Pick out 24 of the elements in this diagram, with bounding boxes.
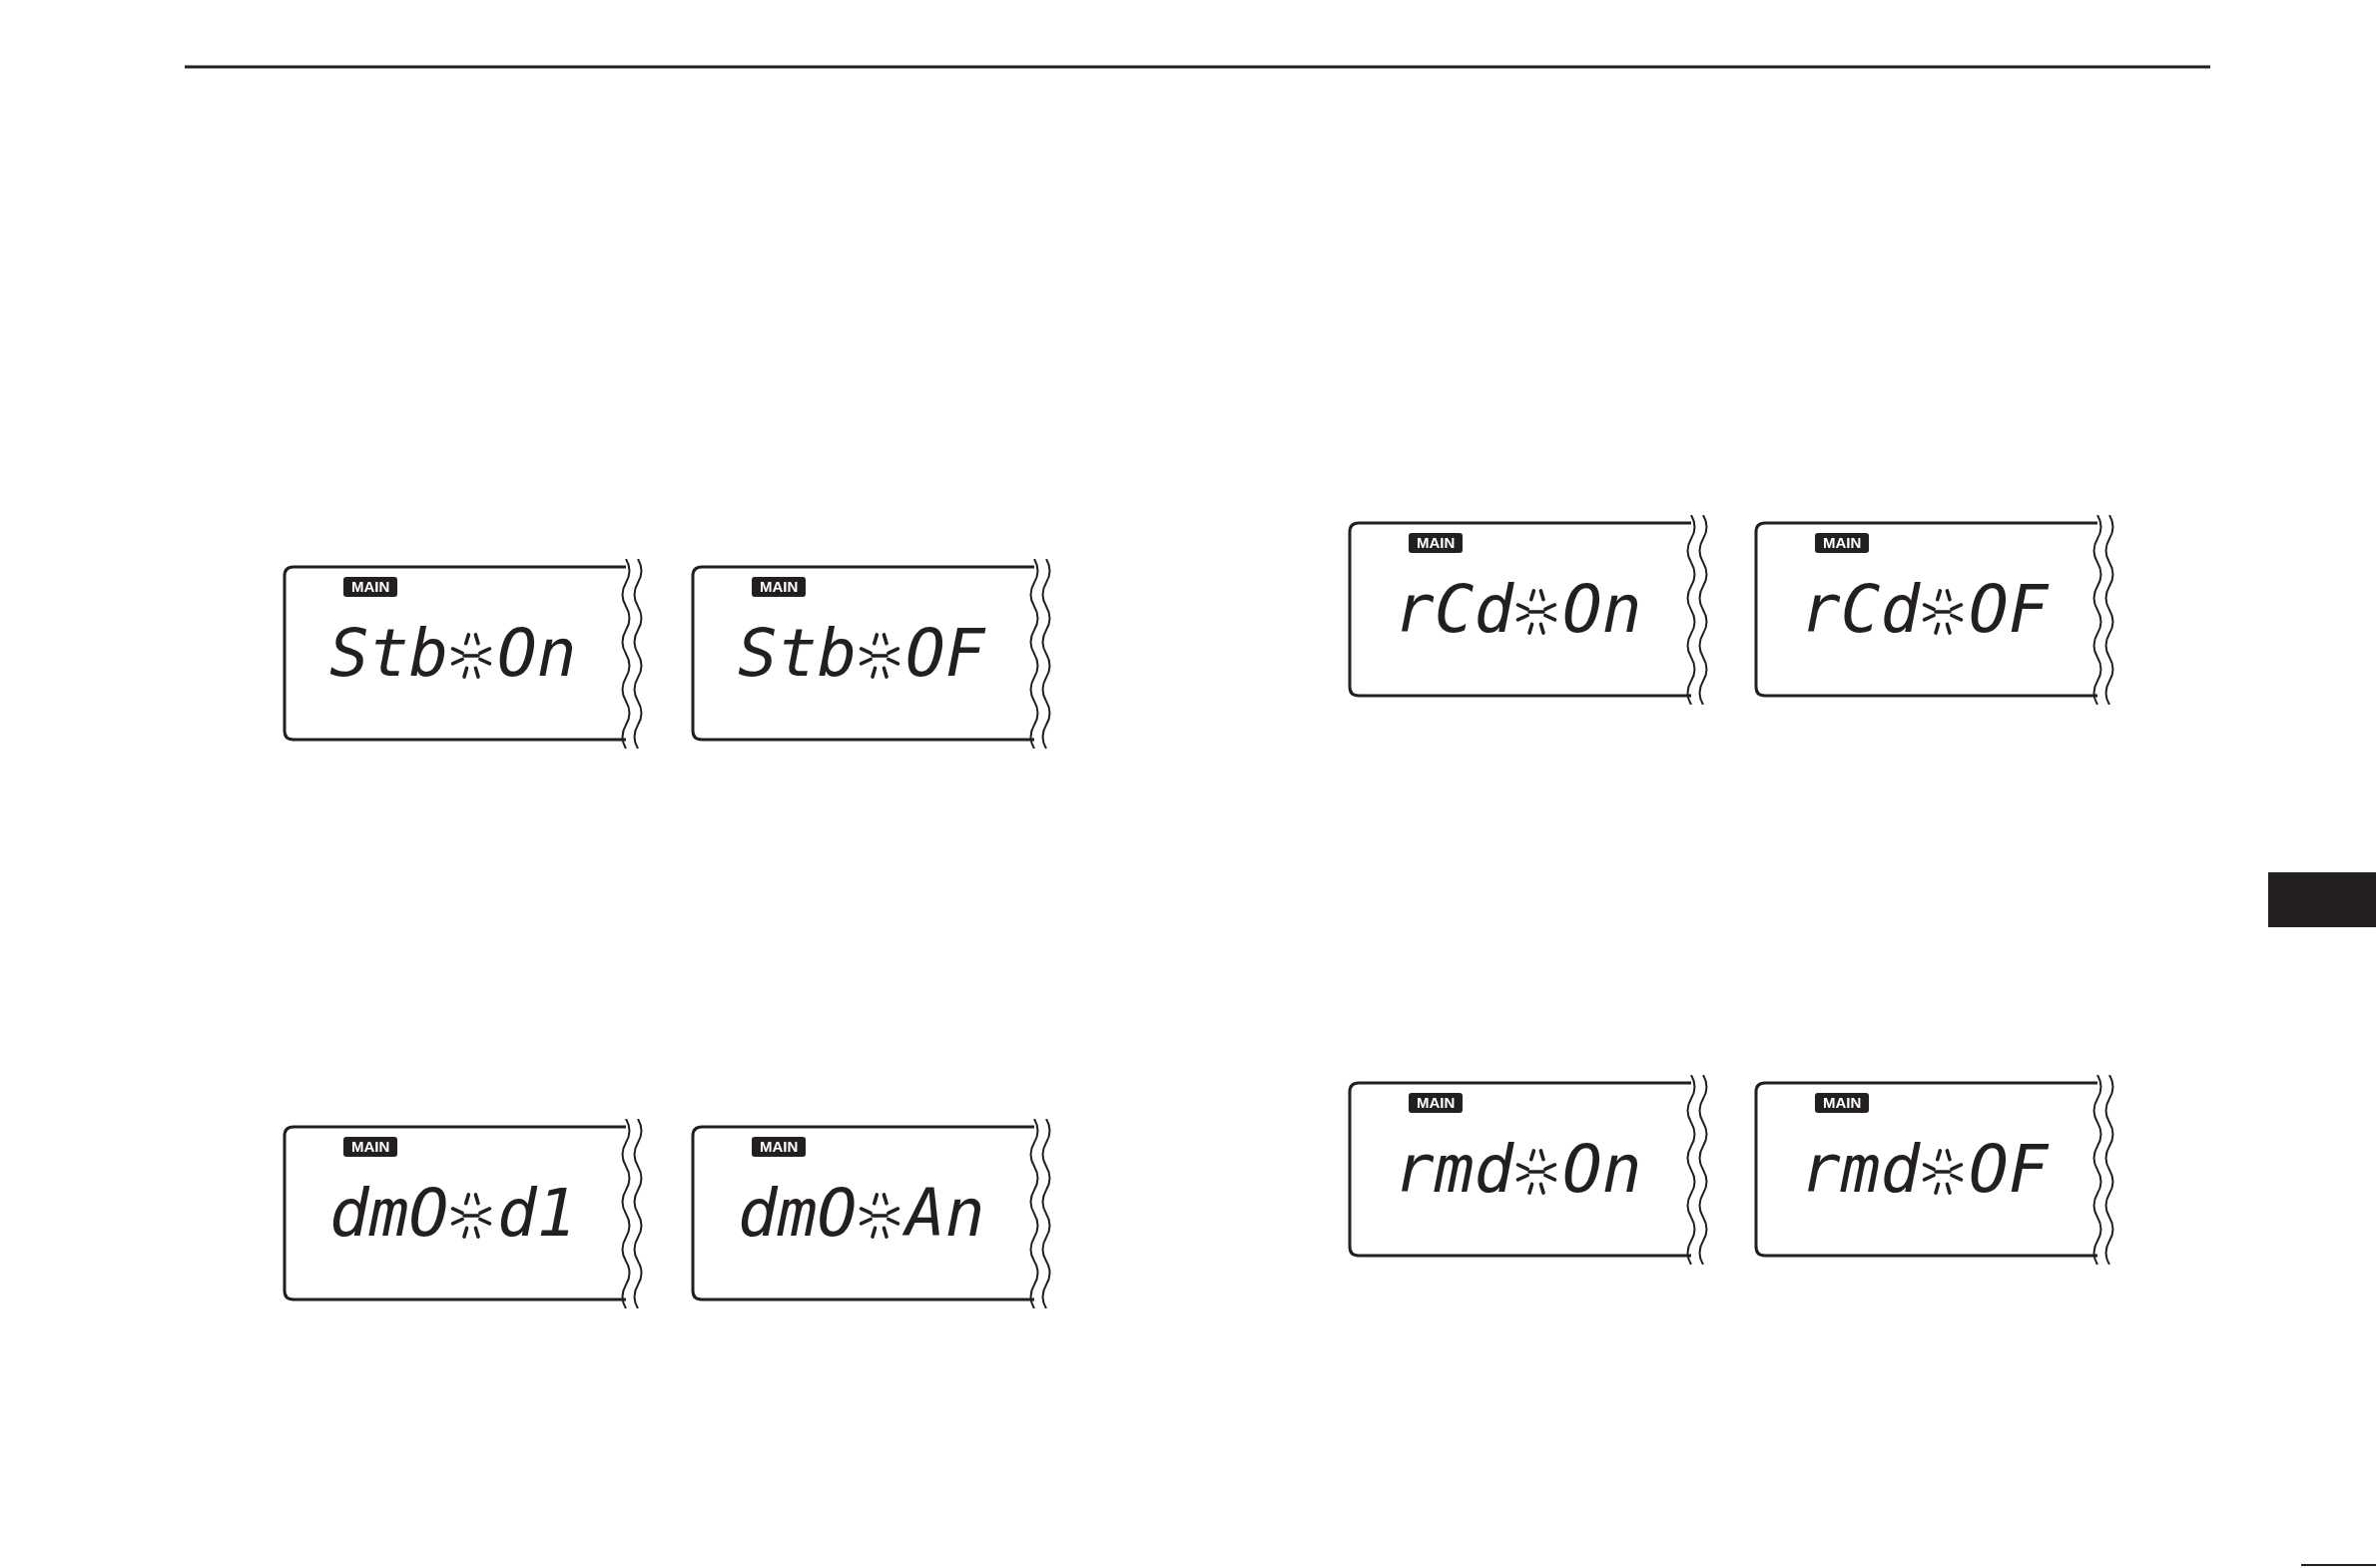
main-badge: MAIN — [1409, 533, 1464, 553]
main-badge: MAIN — [343, 1137, 398, 1157]
main-badge: MAIN — [1409, 1093, 1464, 1113]
main-badge: MAIN — [343, 577, 398, 597]
lcd-segment-text: rCd — [1395, 577, 1514, 643]
lcd-segment-text: OF — [1969, 1137, 2049, 1203]
lcd-segment-text: On — [1562, 1137, 1642, 1203]
lcd-segment-text: OF — [1969, 577, 2049, 643]
lcd-segment-text: rCd — [1801, 577, 1921, 643]
main-badge: MAIN — [752, 577, 807, 597]
lcd-segment-text: dmO — [329, 1181, 449, 1247]
lcd-segment-text: OF — [905, 621, 985, 687]
lcd-segment-text: On — [497, 621, 577, 687]
main-badge: MAIN — [1815, 533, 1870, 553]
lcd-segment-text: Stb — [329, 621, 449, 687]
lcd-segment-text: dmO — [738, 1181, 858, 1247]
section-tab — [2268, 872, 2376, 927]
lcd-segment-text: d1 — [497, 1181, 577, 1247]
lcd-segment-text: On — [1562, 577, 1642, 643]
lcd-segment-text: rmd — [1801, 1137, 1921, 1203]
main-badge: MAIN — [752, 1137, 807, 1157]
lcd-segment-text: rmd — [1395, 1137, 1514, 1203]
main-badge: MAIN — [1815, 1093, 1870, 1113]
lcd-segment-text: Stb — [738, 621, 858, 687]
